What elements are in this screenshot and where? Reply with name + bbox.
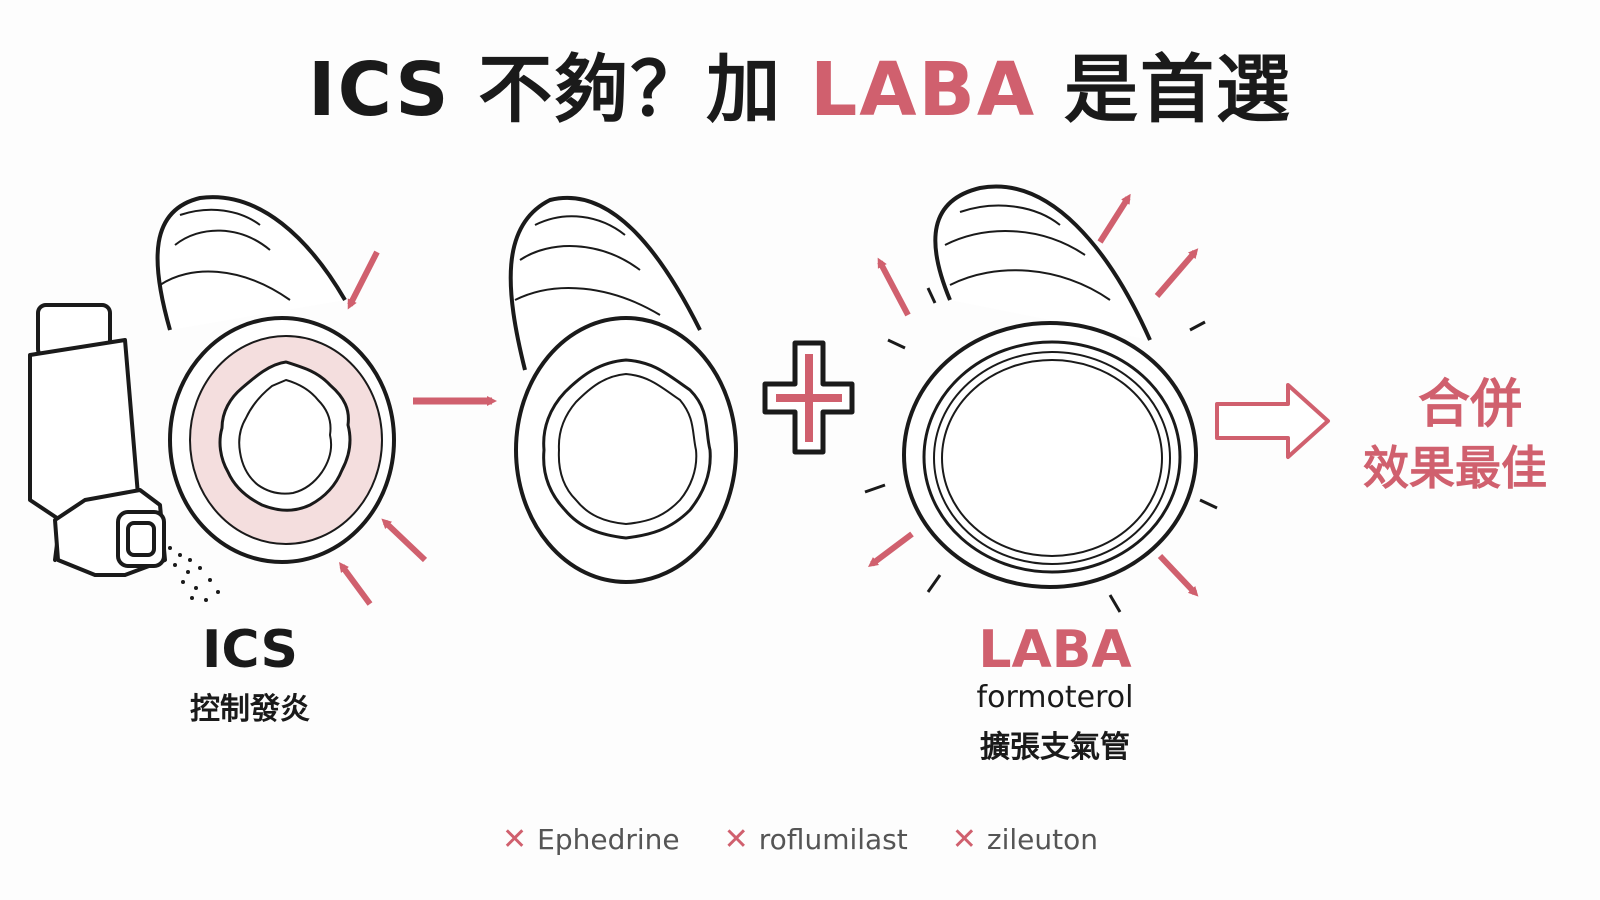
result-line1: 合併 bbox=[1417, 375, 1522, 435]
expansion-arrows-icon bbox=[868, 193, 1199, 597]
title-accent: LABA bbox=[810, 47, 1037, 133]
excluded-item: ✕ zileuton bbox=[952, 822, 1098, 857]
excluded-label: zileuton bbox=[986, 823, 1098, 856]
excluded-options: ✕ Ephedrine ✕ roflumilast ✕ zileuton bbox=[0, 822, 1600, 857]
x-icon: ✕ bbox=[951, 822, 977, 857]
excluded-label: Ephedrine bbox=[537, 823, 680, 856]
laba-description: 擴張支氣管 bbox=[980, 730, 1130, 765]
result-arrow-icon bbox=[1215, 383, 1330, 459]
page-title: ICS 不夠？加 LABA 是首選 bbox=[0, 30, 1600, 137]
ics-description: 控制發炎 bbox=[190, 692, 310, 727]
result-line2: 效果最佳 bbox=[1363, 441, 1547, 495]
title-part1: ICS 不夠？加 bbox=[308, 47, 811, 133]
x-icon: ✕ bbox=[502, 822, 528, 857]
excluded-label: roflumilast bbox=[758, 823, 908, 856]
airway-inflamed-icon bbox=[155, 195, 396, 564]
excluded-item: ✕ roflumilast bbox=[724, 822, 908, 857]
laba-label: LABA bbox=[978, 620, 1132, 680]
laba-drug-name: formoterol bbox=[976, 680, 1134, 715]
plus-icon bbox=[762, 340, 855, 455]
ics-label: ICS bbox=[202, 620, 298, 680]
emphasis-lines-icon bbox=[864, 287, 1218, 613]
x-icon: ✕ bbox=[723, 822, 749, 857]
compression-arrows-icon bbox=[339, 250, 428, 606]
spray-icon bbox=[168, 546, 220, 602]
airway-dilated-icon bbox=[902, 184, 1198, 589]
title-part2: 是首選 bbox=[1036, 47, 1292, 133]
inhaler-icon bbox=[28, 303, 167, 577]
excluded-item: ✕ Ephedrine bbox=[502, 822, 680, 857]
airway-treated-icon bbox=[508, 195, 738, 584]
